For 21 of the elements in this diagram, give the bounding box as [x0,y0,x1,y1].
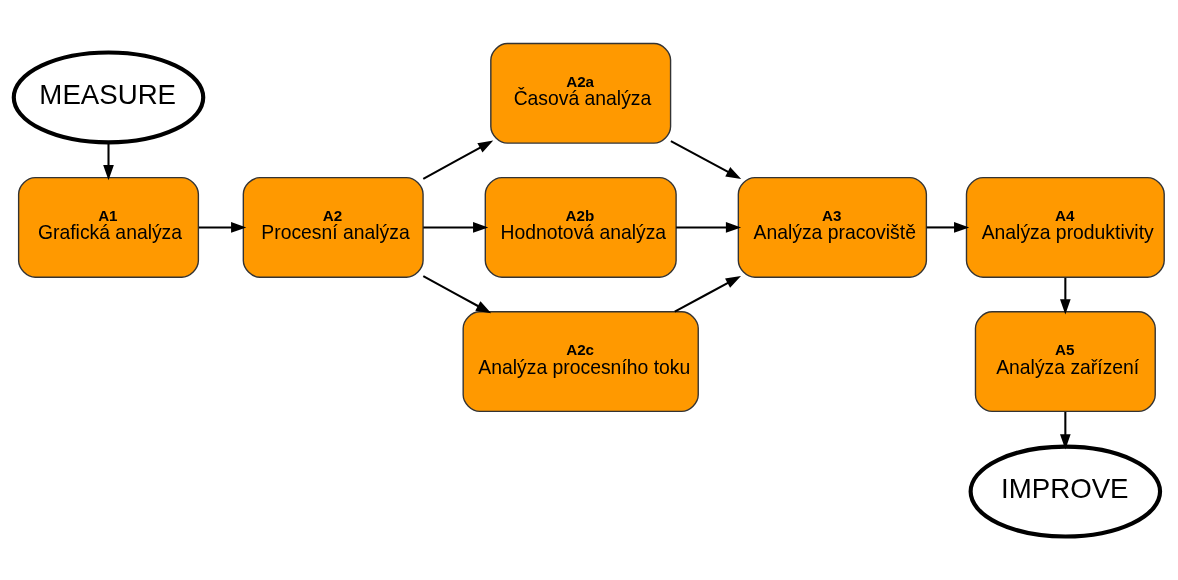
arrow [103,142,114,181]
node-box: A2b Hodnotová analýza [484,176,677,278]
arrow [422,140,494,180]
arrow [422,275,492,314]
node-ellipse: MEASURE [11,50,206,145]
arrow [926,222,970,233]
node-box: A4 Analýza produktivity [965,176,1165,278]
node-ellipse: IMPROVE [968,444,1163,539]
node-box: A2 Procesní analýza [242,176,424,278]
node-box: A1 Grafická analýza [17,176,200,278]
arrow [670,140,742,180]
node-box: A2c Analýza procesního toku [462,311,699,412]
arrow [674,275,741,313]
arrow [423,222,489,233]
arrow [198,222,247,233]
node-box: A2a Časová analýza [490,42,672,144]
arrow [676,222,742,233]
arrow [1060,277,1071,315]
node-box: A5 Analýza zařízení [974,311,1156,412]
node-box: A3 Analýza pracoviště [737,176,928,278]
arrow [1060,411,1071,450]
